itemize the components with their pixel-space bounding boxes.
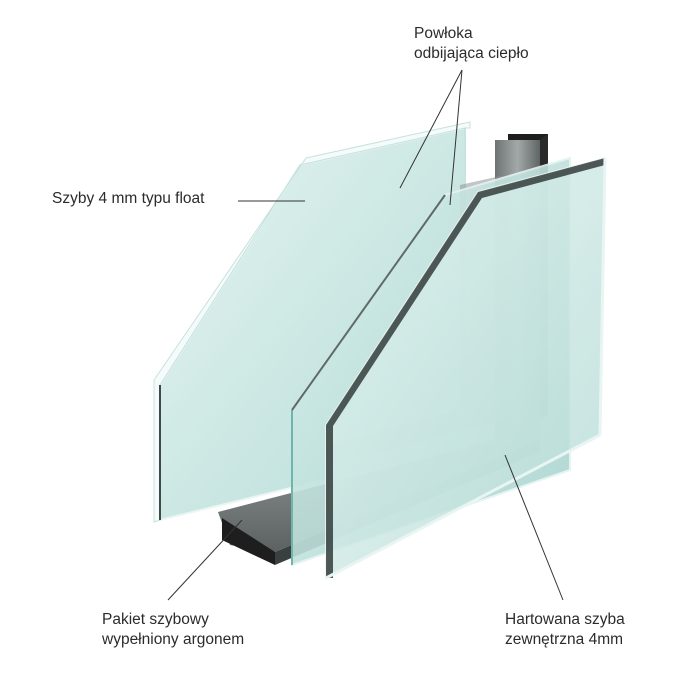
front-tempered-pane: [325, 156, 607, 580]
glass-package-label-line2: wypełniony argonem: [102, 631, 245, 648]
glass-package-label: Pakiet szybowy wypełniony argonem: [102, 610, 244, 650]
tempered-pane-label-line2: zewnętrzna 4mm: [505, 631, 624, 648]
glass-package-label-line1: Pakiet szybowy: [102, 611, 209, 628]
leader-coating-a: [399, 69, 463, 189]
coating-label-line2: odbijająca ciepło: [414, 45, 529, 62]
leader-coating-b: [449, 69, 463, 206]
leader-lines: [167, 69, 564, 601]
leader-package: [167, 519, 243, 601]
coating-label-line1: Powłoka: [414, 25, 473, 42]
float-panes-label-line1: Szyby 4 mm typu float: [52, 190, 205, 207]
coating-label: Powłoka odbijająca ciepło: [414, 24, 529, 64]
tempered-pane-label: Hartowana szyba zewnętrzna 4mm: [505, 610, 625, 650]
float-panes-label: Szyby 4 mm typu float: [52, 189, 204, 209]
tempered-pane-label-line1: Hartowana szyba: [505, 611, 625, 628]
leader-tempered: [504, 454, 564, 601]
